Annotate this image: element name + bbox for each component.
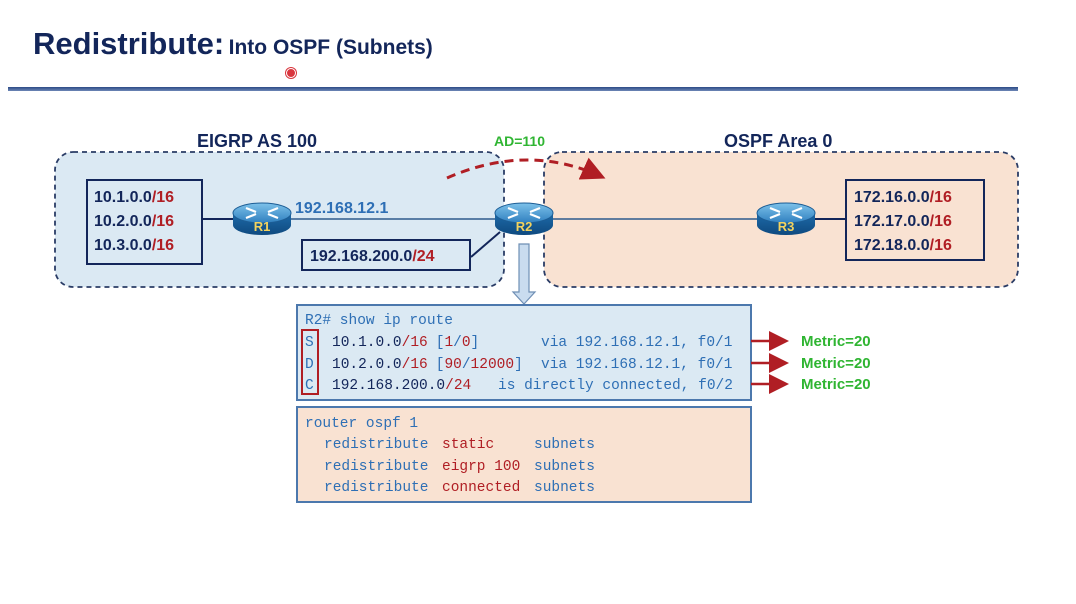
mouse-pointer-icon [286, 68, 296, 78]
ad-label: AD=110 [494, 133, 545, 149]
title-divider [8, 87, 1018, 91]
eigrp-network: 10.1.0.0/16 [94, 189, 174, 206]
eigrp-network: 10.3.0.0/16 [94, 237, 174, 254]
redistribution-arrow [446, 157, 606, 180]
route-table-box [296, 304, 752, 401]
metric-label: Metric=20 [801, 376, 871, 393]
link-r2-connected [470, 231, 501, 258]
connected-network-box [301, 239, 471, 271]
eigrp-networks-box [86, 179, 203, 265]
eigrp-network: 10.2.0.0/16 [94, 213, 174, 230]
slide-title: Redistribute: Into OSPF (Subnets) [33, 26, 433, 62]
config-header: router ospf 1 [305, 416, 418, 432]
down-arrow-icon [511, 243, 537, 305]
route-table-prompt: R2# show ip route [305, 313, 453, 329]
router-r3-label: R3 [778, 219, 795, 234]
metric-label: Metric=20 [801, 333, 871, 350]
ospf-network: 172.16.0.0/16 [854, 189, 952, 206]
ospf-networks-box [845, 179, 985, 261]
router-r2-label: R2 [516, 219, 533, 234]
ospf-config-box [296, 406, 752, 503]
title-main: Redistribute: [33, 26, 225, 61]
ospf-area-label: OSPF Area 0 [724, 131, 832, 151]
ospf-network: 172.18.0.0/16 [854, 237, 952, 254]
route-code-highlight [301, 329, 319, 395]
metric-label: Metric=20 [801, 355, 871, 372]
title-sub: Into OSPF (Subnets) [228, 36, 433, 59]
ospf-network: 172.17.0.0/16 [854, 213, 952, 230]
router-r1-label: R1 [254, 219, 271, 234]
connected-network: 192.168.200.0/24 [310, 248, 435, 265]
eigrp-area-label: EIGRP AS 100 [197, 131, 317, 151]
link-ip-label: 192.168.12.1 [295, 200, 389, 217]
